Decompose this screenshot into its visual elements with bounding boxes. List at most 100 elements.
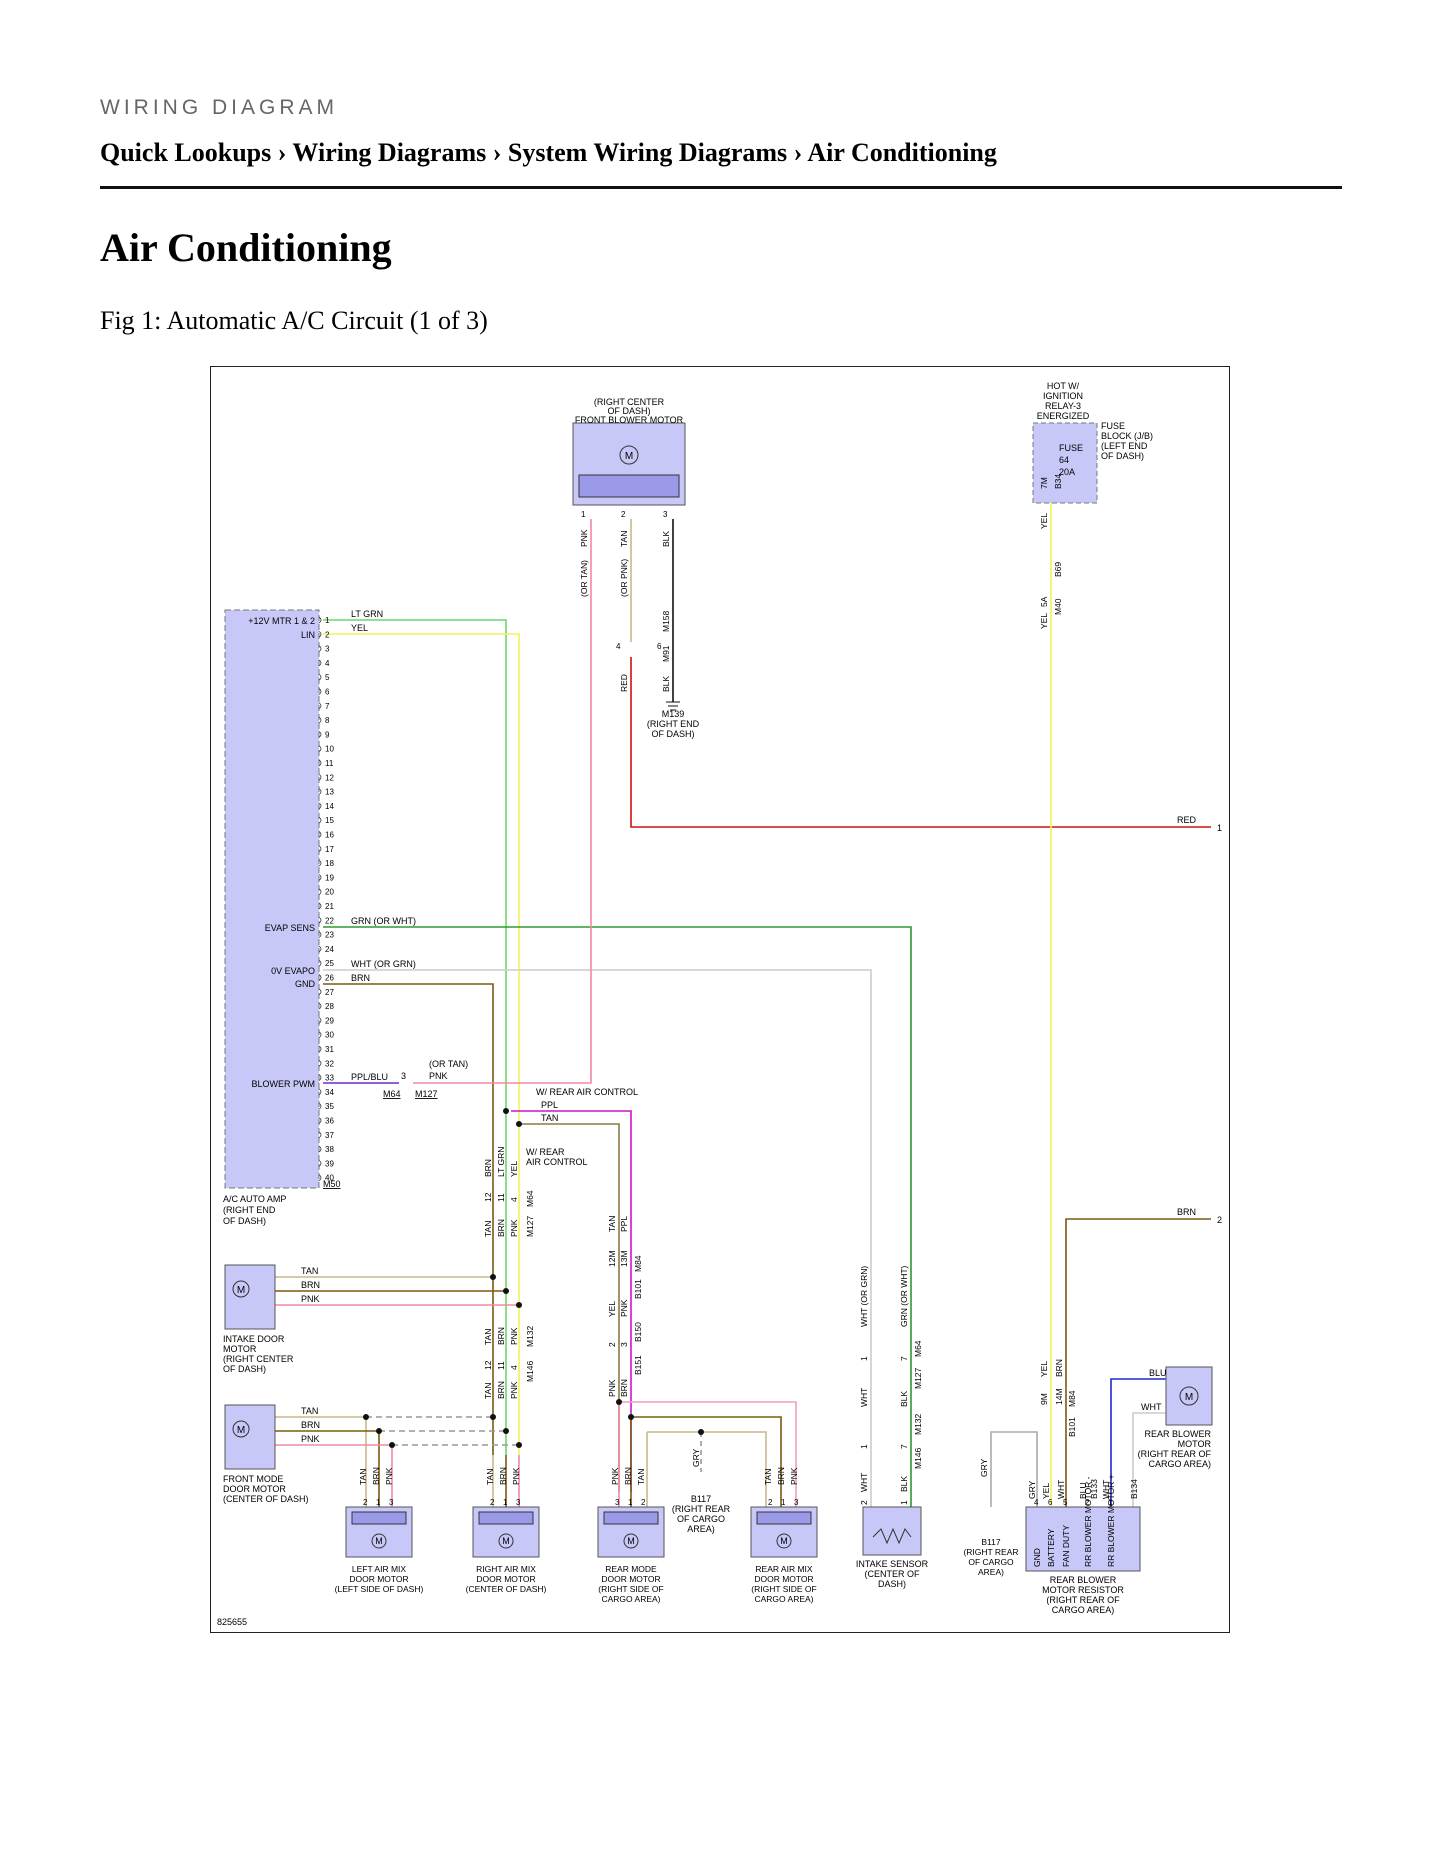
connector-pin: 6 bbox=[657, 642, 662, 651]
b117-label: AREA) bbox=[687, 1524, 715, 1534]
amp-pin-number: 35 bbox=[325, 1102, 334, 1111]
motor-pin: 3 bbox=[794, 1498, 799, 1507]
connector-pin: 2 bbox=[859, 1500, 869, 1505]
wire-label: PNK bbox=[607, 1379, 617, 1397]
pin-terminal bbox=[318, 1088, 322, 1096]
connector-label: M127 bbox=[913, 1367, 923, 1389]
connector-pin: 11 bbox=[496, 1193, 506, 1202]
connector-label: M91 bbox=[661, 645, 671, 662]
connector-pin: 2 bbox=[607, 1342, 617, 1347]
b117-label: OF CARGO bbox=[677, 1514, 725, 1524]
resistor-terminal: RR BLOWER MOTOR + bbox=[1106, 1474, 1116, 1567]
pin-terminal bbox=[318, 645, 322, 652]
motor-pin: 2 bbox=[768, 1498, 773, 1507]
pin-terminal bbox=[318, 759, 322, 767]
motor-icon bbox=[498, 1533, 514, 1549]
motor-pin: 1 bbox=[503, 1498, 508, 1507]
wire-label: LT GRN bbox=[351, 609, 383, 619]
amp-pin-number: 20 bbox=[325, 888, 334, 897]
wire-label: YEL bbox=[1039, 513, 1049, 529]
ground-symbol bbox=[666, 701, 680, 711]
amp-pin-number: 4 bbox=[325, 659, 330, 668]
amp-connector: M50 bbox=[323, 1179, 341, 1189]
front-blower-label-2: OF DASH) bbox=[607, 406, 650, 416]
pin-terminal bbox=[318, 673, 322, 681]
amp-pin-number: 17 bbox=[325, 845, 334, 854]
motor-pin: 1 bbox=[781, 1498, 786, 1507]
door-motor-label: RIGHT AIR MIX bbox=[476, 1564, 536, 1574]
b117-label: (RIGHT REAR bbox=[963, 1547, 1018, 1557]
pin-terminal bbox=[318, 1059, 322, 1067]
wire-label: (OR TAN) bbox=[579, 560, 589, 597]
hot-label: ENERGIZED bbox=[1037, 411, 1090, 421]
front-blower-motor-symbol: M bbox=[572, 422, 686, 506]
svg-text:M: M bbox=[1185, 1392, 1193, 1403]
amp-pin-number: 11 bbox=[325, 759, 334, 768]
motor-icon-letter: M bbox=[627, 1536, 635, 1546]
wire-label: GRY bbox=[1027, 1480, 1037, 1499]
wire-label: YEL bbox=[1041, 1483, 1051, 1499]
wire-label: GRN (OR WHT) bbox=[899, 1265, 909, 1327]
wire-label: TAN bbox=[619, 531, 629, 547]
breadcrumb[interactable]: Quick Lookups › Wiring Diagrams › System… bbox=[100, 138, 997, 167]
connector-pin: 1 bbox=[859, 1444, 869, 1449]
door-motor-label: REAR MODE bbox=[605, 1564, 657, 1574]
amp-pin-number: 36 bbox=[325, 1117, 334, 1126]
connector-pin: 7 bbox=[899, 1444, 909, 1449]
wire-label: TAN bbox=[483, 1383, 493, 1399]
ref-number: 2 bbox=[1217, 1215, 1222, 1225]
wire-label: WHT bbox=[1141, 1402, 1162, 1412]
door-motor-label: CARGO AREA) bbox=[601, 1594, 660, 1604]
b117-label: OF CARGO bbox=[968, 1557, 1014, 1567]
wire-label: WHT bbox=[1101, 1480, 1111, 1499]
connector-pin: 3 bbox=[619, 1342, 629, 1347]
wire-label: BRN bbox=[623, 1467, 633, 1485]
rear-blower-label: (RIGHT REAR OF bbox=[1138, 1449, 1212, 1459]
amp-pin-number: 34 bbox=[325, 1088, 334, 1097]
door-motor-body bbox=[351, 1511, 407, 1525]
front-mode-label: (CENTER OF DASH) bbox=[223, 1494, 309, 1504]
amp-pin-number: 33 bbox=[325, 1074, 334, 1083]
amp-pin-number: 32 bbox=[325, 1059, 334, 1068]
wire-label: BRN bbox=[619, 1379, 629, 1397]
pin-terminal bbox=[318, 959, 322, 967]
amp-pin-number: 19 bbox=[325, 873, 334, 882]
amp-pin-label: BLOWER PWM bbox=[251, 1079, 315, 1089]
connector-label: B133 bbox=[1089, 1479, 1099, 1499]
amp-pin-number: 21 bbox=[325, 902, 334, 911]
motor-pin: 3 bbox=[615, 1498, 620, 1507]
wire-label: TAN bbox=[301, 1266, 318, 1276]
wire-label: PNK bbox=[384, 1467, 394, 1485]
wire-label: BRN bbox=[496, 1327, 506, 1345]
wire-label: TAN bbox=[301, 1406, 318, 1416]
rear-blower-label: MOTOR bbox=[1178, 1439, 1212, 1449]
pin-terminal bbox=[318, 945, 322, 953]
motor-icon bbox=[623, 1533, 639, 1549]
connector-label: B34 bbox=[1053, 474, 1063, 489]
door-motor-body bbox=[603, 1511, 659, 1525]
amp-pin-number: 25 bbox=[325, 959, 334, 968]
wire-label: BRN bbox=[1177, 1207, 1196, 1217]
connector-pin: 12M bbox=[607, 1250, 617, 1267]
amp-pin-number: 9 bbox=[325, 730, 330, 739]
conn-left: M64 bbox=[383, 1089, 401, 1099]
svg-text:M: M bbox=[237, 1285, 245, 1296]
amp-pin-label: LIN bbox=[301, 630, 315, 640]
door-motor-label: (LEFT SIDE OF DASH) bbox=[335, 1584, 424, 1594]
pin-terminal bbox=[318, 773, 322, 781]
amp-label: OF DASH) bbox=[223, 1216, 266, 1226]
amp-pin-label: EVAP SENS bbox=[265, 923, 315, 933]
amp-pin-number: 31 bbox=[325, 1045, 334, 1054]
motor-icon bbox=[371, 1533, 387, 1549]
wire-label: YEL bbox=[607, 1301, 617, 1317]
amp-pin-number: 27 bbox=[325, 988, 334, 997]
door-motor-label: (RIGHT SIDE OF bbox=[751, 1584, 817, 1594]
pin-terminal bbox=[318, 916, 322, 924]
wire-label: BRN bbox=[371, 1467, 381, 1485]
wire-label: (OR PNK) bbox=[619, 559, 629, 597]
fuse-pin: 5A bbox=[1039, 596, 1049, 607]
fuse-block-symbol bbox=[1032, 422, 1098, 504]
wire-label: TAN bbox=[541, 1113, 558, 1123]
svg-text:M: M bbox=[237, 1425, 245, 1436]
front-mode-label: FRONT MODE bbox=[223, 1474, 283, 1484]
